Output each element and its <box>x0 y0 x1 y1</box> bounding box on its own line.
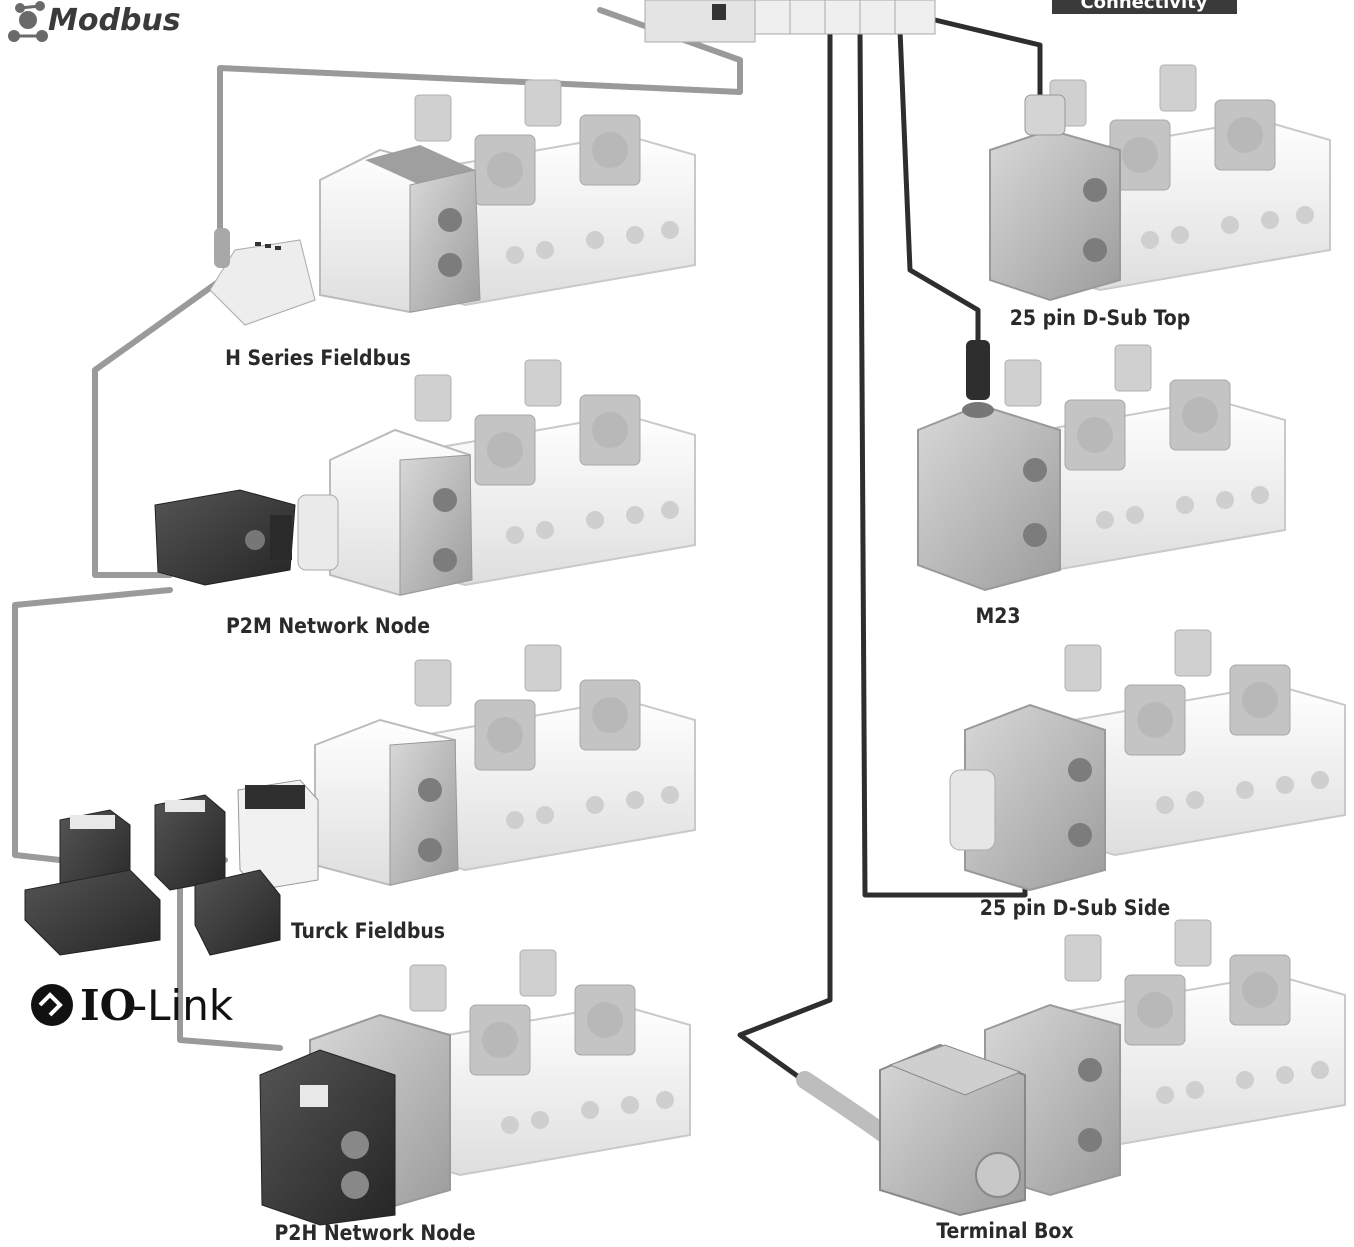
connectivity-tag: Connectivity <box>1052 0 1237 14</box>
label-turck-fieldbus: Turck Fieldbus <box>291 919 445 943</box>
io-link-icon <box>31 984 73 1026</box>
cable-terminal-box <box>740 30 830 1085</box>
dsub-side-assembly <box>950 630 1345 890</box>
cable-dsub-top <box>935 20 1040 100</box>
terminal-box-assembly <box>880 920 1345 1215</box>
h-series-fieldbus-assembly <box>210 80 695 325</box>
connectivity-tag-text: Connectivity <box>1080 0 1207 13</box>
label-p2m-network-node: P2M Network Node <box>226 614 430 638</box>
modbus-network-icon <box>8 1 48 42</box>
label-terminal-box: Terminal Box <box>936 1219 1073 1243</box>
m23-assembly <box>918 340 1285 590</box>
modbus-logo: Modbus <box>8 1 181 42</box>
label-h-series-fieldbus: H Series Fieldbus <box>225 346 411 370</box>
label-m23: M23 <box>975 604 1020 628</box>
io-link-logo: IO -Link <box>31 981 234 1030</box>
label-dsub-top: 25 pin D-Sub Top <box>1010 306 1191 330</box>
label-p2h-network-node: P2H Network Node <box>274 1221 475 1245</box>
p2h-network-node-assembly <box>260 950 690 1225</box>
io-link-logo-text-bold: IO <box>80 981 136 1030</box>
p2m-network-node-assembly <box>155 360 695 595</box>
label-dsub-side: 25 pin D-Sub Side <box>980 896 1170 920</box>
cable-m23 <box>900 30 978 345</box>
turck-fieldbus-assembly <box>25 645 695 955</box>
modbus-logo-text: Modbus <box>48 3 181 38</box>
controller-plc <box>645 0 935 42</box>
io-link-logo-text: -Link <box>132 981 234 1030</box>
dsub-top-assembly <box>990 65 1330 300</box>
